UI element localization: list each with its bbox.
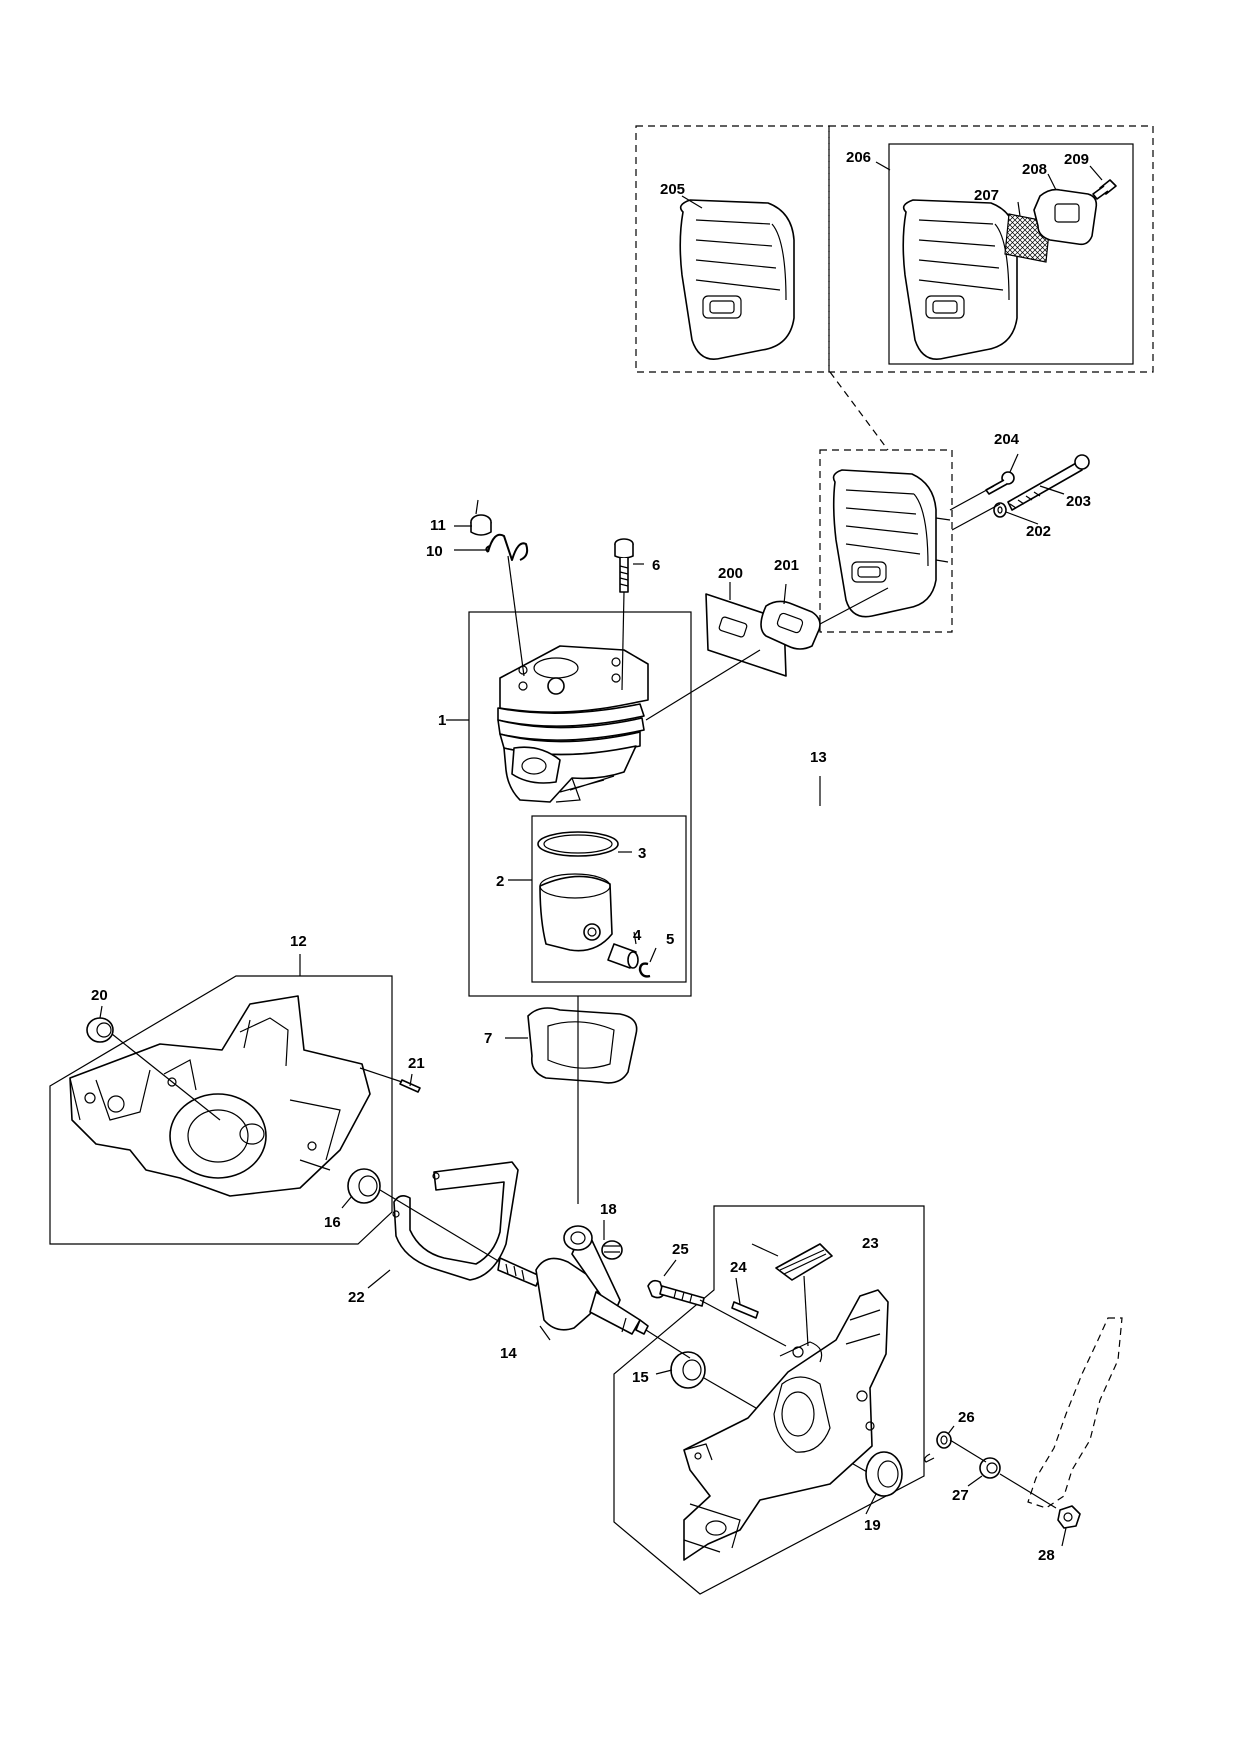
needle-bearing-18 xyxy=(601,1240,623,1260)
piston-ring-3 xyxy=(537,831,619,857)
clip-26 xyxy=(924,1453,935,1463)
label-7: 7 xyxy=(484,1030,492,1047)
pin-21-leader xyxy=(359,1067,403,1083)
wire-spring-10 xyxy=(485,533,529,561)
seal-20-leader xyxy=(111,1033,221,1121)
bushing-27 xyxy=(979,1457,1001,1479)
washer-26 xyxy=(936,1431,952,1449)
base-gasket-7 xyxy=(527,1007,638,1084)
crankcase-frame-12 xyxy=(49,975,393,1245)
pin-24 xyxy=(731,1301,759,1319)
label-203: 203 xyxy=(1066,493,1091,510)
muffler-bolt-203 xyxy=(1007,454,1090,511)
piston-pin-4 xyxy=(607,943,639,969)
crankcase-half-12 xyxy=(69,995,371,1197)
gasket-201 xyxy=(760,600,821,650)
label-12: 12 xyxy=(290,933,307,950)
label-208: 208 xyxy=(1022,161,1047,178)
label-207: 207 xyxy=(974,187,999,204)
label-11: 11 xyxy=(430,517,446,534)
muffler-option-frame-205 xyxy=(635,125,830,373)
label-22: 22 xyxy=(348,1289,365,1306)
muffler-cover-205 xyxy=(679,199,795,360)
cylinder-screw-6 xyxy=(614,538,634,593)
muffler-installed xyxy=(832,469,951,618)
crankcase-half-13 xyxy=(683,1289,889,1561)
muffler-cover-206 xyxy=(902,199,1018,360)
oil-seal-20 xyxy=(86,1017,114,1043)
exhaust-leader-lines xyxy=(645,587,889,721)
bolt-25 xyxy=(647,1279,705,1307)
label-6: 6 xyxy=(652,557,660,574)
muffler-options-group xyxy=(635,125,1154,373)
right-axis-leader xyxy=(949,1439,1057,1509)
cylinder-assembly-frame-1 xyxy=(468,611,692,997)
decompression-valve-11 xyxy=(470,499,492,536)
label-1: 1 xyxy=(438,712,446,729)
label-27: 27 xyxy=(952,1487,969,1504)
label-25: 25 xyxy=(672,1241,689,1258)
muffler-bolt-leader-lines xyxy=(949,485,1001,531)
label-18: 18 xyxy=(600,1201,617,1218)
label-24: 24 xyxy=(730,1259,747,1276)
label-3: 3 xyxy=(638,845,646,862)
label-20: 20 xyxy=(91,987,108,1004)
cylinder-screw-leader xyxy=(621,591,625,691)
label-2: 2 xyxy=(496,873,504,890)
label-200: 200 xyxy=(718,565,743,582)
crankcase-gasket-22 xyxy=(392,1161,519,1281)
cylinder-1 xyxy=(497,645,649,803)
muffler-option-frame-206 xyxy=(828,125,1154,373)
label-21: 21 xyxy=(408,1055,425,1072)
label-14: 14 xyxy=(500,1345,517,1362)
buffer-clip-23 xyxy=(775,1243,833,1281)
label-206: 206 xyxy=(846,149,871,166)
part-labels: 1 2 3 4 5 6 7 10 11 12 13 14 15 16 18 19… xyxy=(91,149,1091,1564)
label-10: 10 xyxy=(426,543,443,560)
oil-seal-19 xyxy=(865,1451,903,1497)
label-205: 205 xyxy=(660,181,685,198)
spring-leader xyxy=(507,555,525,677)
label-209: 209 xyxy=(1064,151,1089,168)
label-leader-lines xyxy=(99,161,1103,1547)
muffler-installed-frame xyxy=(819,449,953,633)
screen-plate-208 xyxy=(1033,188,1098,246)
label-15: 15 xyxy=(632,1369,649,1386)
chain-brake-outline xyxy=(1027,1317,1123,1509)
label-202: 202 xyxy=(1026,523,1051,540)
muffler-option-connector xyxy=(829,371,889,451)
bearing-16 xyxy=(347,1168,381,1204)
label-28: 28 xyxy=(1038,1547,1055,1564)
crankshaft-14 xyxy=(497,1225,649,1335)
muffler-kit-frame-206 xyxy=(888,143,1134,365)
label-13: 13 xyxy=(810,749,827,766)
bolt-25-leader xyxy=(699,1299,787,1347)
label-19: 19 xyxy=(864,1517,881,1534)
circlip-5 xyxy=(638,962,651,978)
piston-2 xyxy=(539,873,613,952)
crankshaft-axis-left xyxy=(379,1189,501,1263)
label-16: 16 xyxy=(324,1214,341,1231)
clip-23-leader xyxy=(803,1275,809,1347)
muffler-screw-204 xyxy=(985,471,1015,495)
screw-209 xyxy=(1092,179,1117,200)
label-204: 204 xyxy=(994,431,1020,448)
label-4: 4 xyxy=(633,927,642,944)
label-26: 26 xyxy=(958,1409,975,1426)
washer-202 xyxy=(993,502,1007,518)
label-23: 23 xyxy=(862,1235,879,1252)
label-5: 5 xyxy=(666,931,674,948)
piston-assembly-frame-2 xyxy=(531,815,687,983)
nut-28 xyxy=(1057,1505,1081,1529)
label-201: 201 xyxy=(774,557,799,574)
